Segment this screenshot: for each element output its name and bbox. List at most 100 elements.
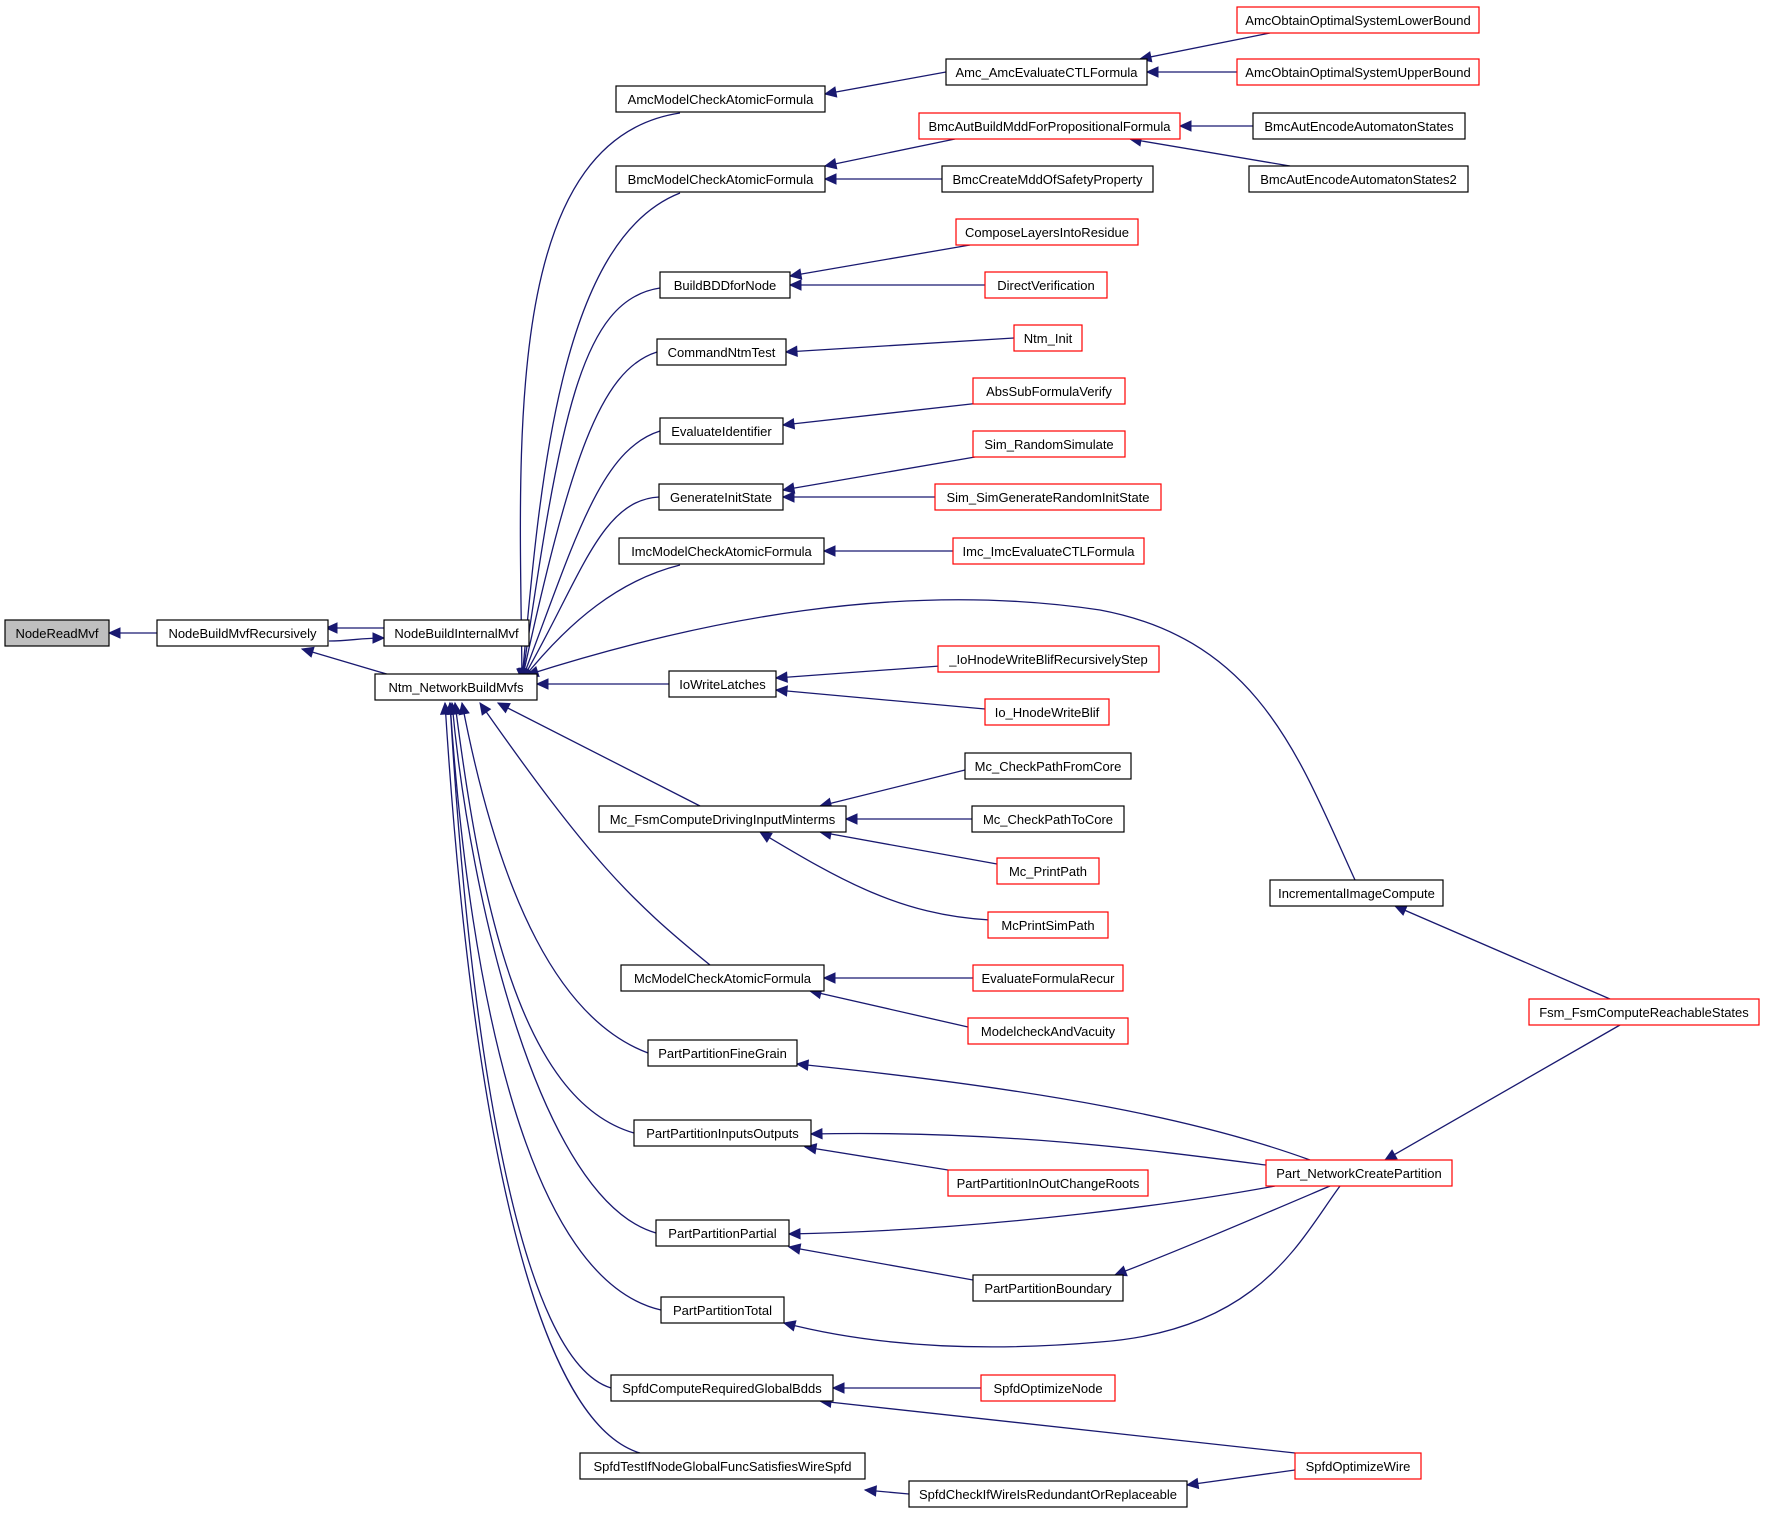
graph-node-mc-printpath[interactable]: Mc_PrintPath xyxy=(996,857,1100,885)
edge-n19-to-n18 xyxy=(781,402,981,430)
graph-node-io-hnodewriteblif[interactable]: Io_HnodeWriteBlif xyxy=(984,698,1110,726)
edge-arrowhead xyxy=(788,268,803,280)
edge-arrowhead xyxy=(781,417,796,430)
graph-node-nodebuildmvfrecursively[interactable]: NodeBuildMvfRecursively xyxy=(156,619,329,647)
graph-node-generateinitstate[interactable]: GenerateInitState xyxy=(658,483,784,511)
node-box xyxy=(1236,6,1480,34)
graph-node-partpartitionboundary[interactable]: PartPartitionBoundary xyxy=(972,1274,1124,1302)
edge-line xyxy=(788,1185,1276,1235)
edge-n44-to-n3 xyxy=(445,701,662,1311)
graph-node-bmcautbuildmddforpropositionalformula[interactable]: BmcAutBuildMddForPropositionalFormula xyxy=(918,112,1181,140)
graph-node-bmccreatemddofsafetyproperty[interactable]: BmcCreateMddOfSafetyProperty xyxy=(941,165,1154,193)
edge-line xyxy=(819,831,998,865)
node-label: BmcAutEncodeAutomatonStates2 xyxy=(1260,172,1457,187)
graph-node-sim-simgeneraterandominitstate[interactable]: Sim_SimGenerateRandomInitState xyxy=(934,483,1162,511)
graph-node-ntm-init[interactable]: Ntm_Init xyxy=(1013,324,1083,352)
node-box xyxy=(972,430,1126,458)
graph-node-spfdcomputerequiredglobalbdds[interactable]: SpfdComputeRequiredGlobalBdds xyxy=(610,1374,834,1402)
graph-node-mcprintsimpath[interactable]: McPrintSimPath xyxy=(987,911,1109,939)
graph-node-spfdcheckifwireisredundantorreplaceable[interactable]: SpfdCheckIfWireIsRedundantOrReplaceable xyxy=(908,1480,1188,1508)
graph-node-amc-amcevaluatectlformula[interactable]: Amc_AmcEvaluateCTLFormula xyxy=(945,58,1148,86)
node-label: Sim_SimGenerateRandomInitState xyxy=(946,490,1149,505)
node-label: BuildBDDforNode xyxy=(674,278,777,293)
edge-n32-to-n30 xyxy=(844,813,972,825)
node-label: NodeBuildMvfRecursively xyxy=(168,626,317,641)
node-box xyxy=(1294,1452,1422,1480)
node-label: EvaluateIdentifier xyxy=(671,424,772,439)
graph-node-incrementalimagecompute[interactable]: IncrementalImageCompute xyxy=(1269,879,1444,907)
graph-node-abssubformulaverify[interactable]: AbsSubFormulaVerify xyxy=(972,377,1126,405)
node-box xyxy=(668,670,777,698)
edge-line xyxy=(449,702,662,1311)
graph-node-bmcautencodeautomatonstates[interactable]: BmcAutEncodeAutomatonStates xyxy=(1252,112,1466,140)
graph-node-imcmodelcheckatomicformula[interactable]: ImcModelCheckAtomicFormula xyxy=(618,537,825,565)
node-label: Sim_RandomSimulate xyxy=(984,437,1113,452)
graph-node-amcobtainoptimalsystemlowerbound[interactable]: AmcObtainOptimalSystemLowerBound xyxy=(1236,6,1480,34)
graph-node-directverification[interactable]: DirectVerification xyxy=(984,271,1108,299)
node-box xyxy=(4,619,110,647)
node-label: ImcModelCheckAtomicFormula xyxy=(631,544,812,559)
node-label: BmcAutEncodeAutomatonStates xyxy=(1264,119,1454,134)
node-box xyxy=(1528,998,1760,1026)
graph-node-partpartitionfinegrain[interactable]: PartPartitionFineGrain xyxy=(647,1039,798,1067)
edge-arrowhead xyxy=(781,482,796,494)
edge-n47-to-n49 xyxy=(1185,1469,1296,1490)
edge-n23-to-n3 xyxy=(521,564,681,681)
graph-node-partpartitioninoutchangeroots[interactable]: PartPartitionInOutChangeRoots xyxy=(947,1169,1149,1197)
edge-line xyxy=(759,831,991,921)
edge-n39-to-n40 xyxy=(809,1127,1267,1166)
graph-node-fsm-fsmcomputereachablestates[interactable]: Fsm_FsmComputeReachableStates xyxy=(1528,998,1760,1026)
edge-n1-to-n2 xyxy=(328,632,386,644)
node-box xyxy=(941,165,1154,193)
graph-node-mc-checkpathfromcore[interactable]: Mc_CheckPathFromCore xyxy=(964,752,1132,780)
edge-n33-to-n30 xyxy=(818,828,998,865)
node-label: DirectVerification xyxy=(997,278,1095,293)
edge-line xyxy=(521,496,660,681)
graph-node-partpartitiontotal[interactable]: PartPartitionTotal xyxy=(660,1296,785,1324)
graph-node-amcmodelcheckatomicformula[interactable]: AmcModelCheckAtomicFormula xyxy=(615,85,826,113)
graph-node-part-networkcreatepartition[interactable]: Part_NetworkCreatePartition xyxy=(1265,1159,1453,1187)
edge-line xyxy=(444,702,641,1454)
graph-node-bmcmodelcheckatomicformula[interactable]: BmcModelCheckAtomicFormula xyxy=(615,165,826,193)
graph-node-modelcheckandvacuity[interactable]: ModelcheckAndVacuity xyxy=(967,1017,1129,1045)
node-box xyxy=(934,483,1162,511)
graph-node-spfdoptimizenode[interactable]: SpfdOptimizeNode xyxy=(980,1374,1116,1402)
graph-node-commandntmtest[interactable]: CommandNtmTest xyxy=(656,338,787,366)
edge-arrowhead xyxy=(1383,1149,1398,1161)
graph-node-evaluateformularecur[interactable]: EvaluateFormulaRecur xyxy=(972,964,1124,992)
edge-arrowhead xyxy=(844,813,858,825)
graph-node-iohnodewriteblifrecursivelystep[interactable]: _IoHnodeWriteBlifRecursivelyStep xyxy=(937,645,1160,673)
graph-node-spfdtestifnodeglobalfuncsatisfieswirespfd[interactable]: SpfdTestIfNodeGlobalFuncSatisfiesWireSpf… xyxy=(579,1452,866,1480)
node-label: SpfdComputeRequiredGlobalBdds xyxy=(622,1381,822,1396)
edge-line xyxy=(461,702,649,1054)
graph-node-imc-imcevaluatectlformula[interactable]: Imc_ImcEvaluateCTLFormula xyxy=(952,537,1145,565)
edge-line xyxy=(521,430,661,681)
graph-node-buildbddfornode[interactable]: BuildBDDforNode xyxy=(659,271,791,299)
edge-arrowhead xyxy=(831,1382,845,1394)
graph-node-iowritelatches[interactable]: IoWriteLatches xyxy=(668,670,777,698)
node-label: Imc_ImcEvaluateCTLFormula xyxy=(963,544,1136,559)
edge-line xyxy=(810,1132,1267,1166)
graph-node-nodebuildinternalmvf[interactable]: NodeBuildInternalMvf xyxy=(383,619,530,647)
graph-node-mcmodelcheckatomicformula[interactable]: McModelCheckAtomicFormula xyxy=(620,964,825,992)
node-label: BmcAutBuildMddForPropositionalFormula xyxy=(928,119,1171,134)
node-label: SpfdOptimizeWire xyxy=(1306,1459,1411,1474)
graph-node-partpartitioninputsoutputs[interactable]: PartPartitionInputsOutputs xyxy=(633,1119,812,1147)
graph-node-mc-checkpathtocore[interactable]: Mc_CheckPathToCore xyxy=(971,805,1125,833)
edge-arrowhead xyxy=(784,345,798,358)
node-box xyxy=(615,85,826,113)
graph-node-composelayersintoresidue[interactable]: ComposeLayersIntoResidue xyxy=(955,218,1139,246)
node-label: PartPartitionPartial xyxy=(668,1226,776,1241)
graph-node-amcobtainoptimalsystemupperbound[interactable]: AmcObtainOptimalSystemUpperBound xyxy=(1236,58,1480,86)
edge-line xyxy=(1186,1469,1296,1486)
graph-node-sim-randomsimulate[interactable]: Sim_RandomSimulate xyxy=(972,430,1126,458)
edge-n24-to-n23 xyxy=(822,545,953,557)
graph-node-partpartitionpartial[interactable]: PartPartitionPartial xyxy=(655,1219,790,1247)
graph-node-mc-fsmcomputedrivinginputminterms[interactable]: Mc_FsmComputeDrivingInputMinterms xyxy=(598,805,847,833)
graph-node-ntm-networkbuildmvfs[interactable]: Ntm_NetworkBuildMvfs xyxy=(374,673,538,701)
edge-arrowhead xyxy=(300,646,315,658)
graph-node-spfdoptimizewire[interactable]: SpfdOptimizeWire xyxy=(1294,1452,1422,1480)
graph-node-evaluateidentifier[interactable]: EvaluateIdentifier xyxy=(659,417,784,445)
graph-node-bmcautencodeautomatonstates2[interactable]: BmcAutEncodeAutomatonStates2 xyxy=(1248,165,1469,193)
node-box xyxy=(908,1480,1188,1508)
